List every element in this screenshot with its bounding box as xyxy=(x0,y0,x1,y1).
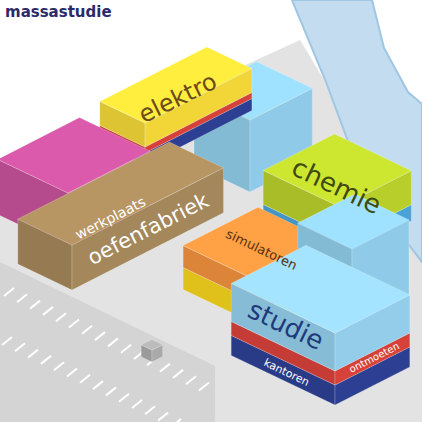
parking-stripe xyxy=(95,332,105,340)
parking-stripe xyxy=(119,394,129,402)
parking-stripe xyxy=(80,375,90,383)
parking-stripe xyxy=(160,364,170,372)
building-masses xyxy=(0,47,411,405)
building-block xyxy=(18,142,224,290)
parking-stripe xyxy=(173,370,183,378)
parking-stripe xyxy=(121,345,131,353)
parking-stripe xyxy=(17,294,27,302)
parking-stripe xyxy=(199,383,209,391)
parking-stripe xyxy=(132,400,142,408)
roof-face xyxy=(18,142,224,245)
parking-stripe xyxy=(69,320,79,328)
parking-stripe xyxy=(43,307,53,315)
parking-stripe xyxy=(30,301,40,309)
parking-stripe xyxy=(145,406,155,414)
parking-stripe xyxy=(171,419,181,422)
parking-stripe xyxy=(4,288,14,296)
parking-stripe xyxy=(2,337,12,345)
parking-stripe xyxy=(106,387,116,395)
parking-stripe xyxy=(56,313,66,321)
parking-stripe xyxy=(108,338,118,346)
parking-stripe xyxy=(186,376,196,384)
parking-stripe xyxy=(67,369,77,377)
roof-face xyxy=(141,339,163,350)
parking-stripe xyxy=(82,326,92,334)
building-block xyxy=(231,245,410,405)
parking-stripe xyxy=(15,343,25,351)
parking-stripe xyxy=(28,350,38,358)
parking-stripe xyxy=(54,362,64,370)
parking-stripe xyxy=(41,356,51,364)
diagram-title: massastudie xyxy=(5,3,112,21)
parking-stripe xyxy=(93,381,103,389)
parking-stripe xyxy=(158,413,168,421)
building-block xyxy=(141,339,163,362)
parking-lot xyxy=(0,262,215,422)
